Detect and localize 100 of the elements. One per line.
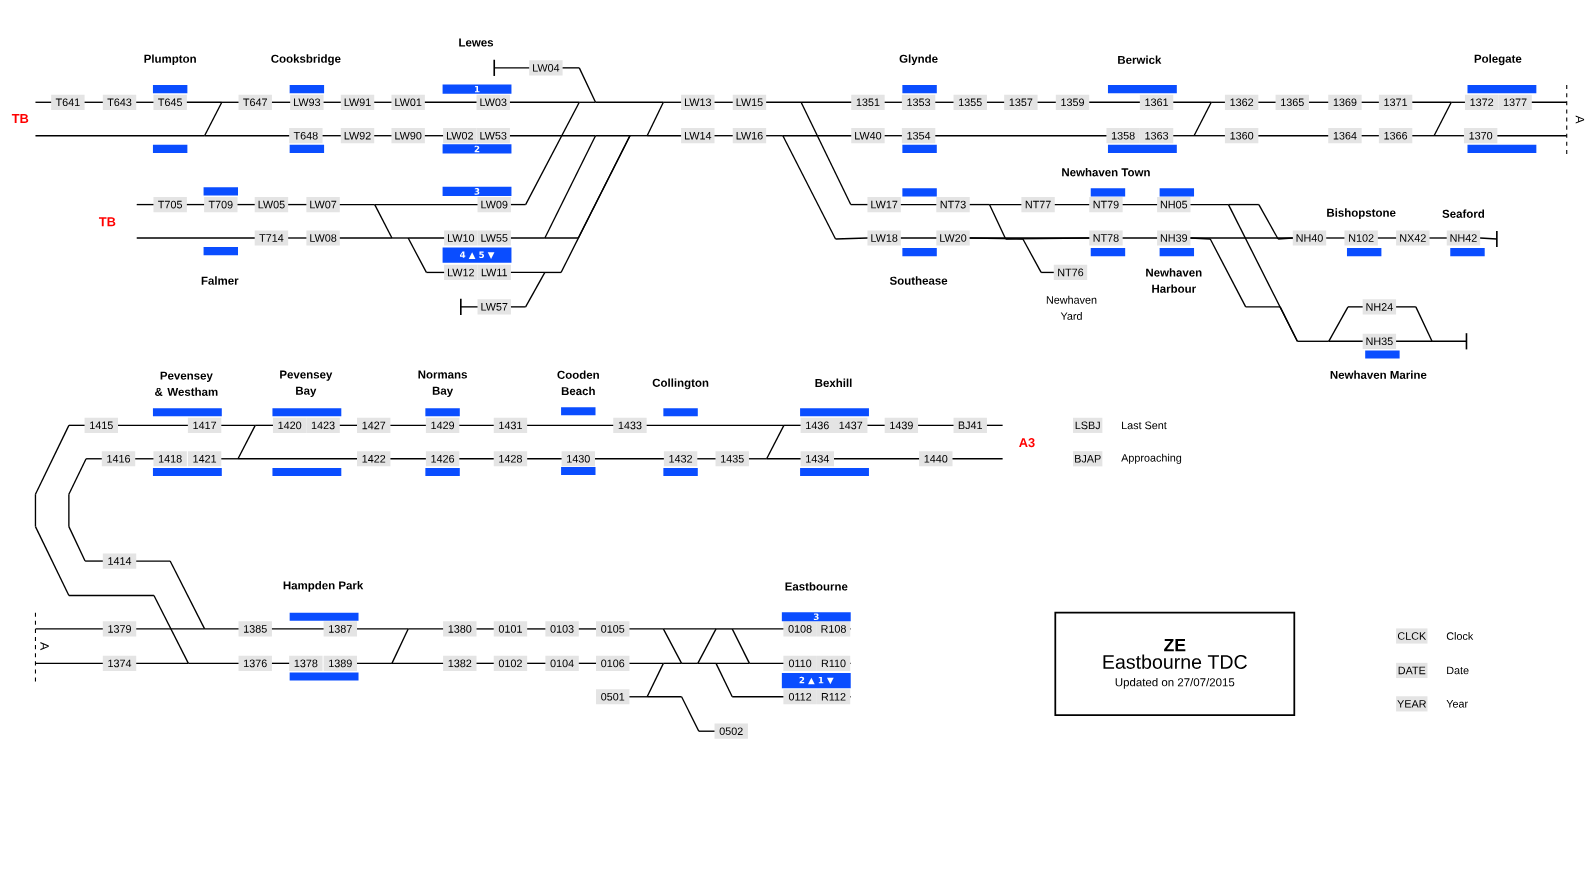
track-line [1433, 101, 1452, 137]
track-line [544, 134, 597, 239]
track-line [493, 67, 530, 69]
berth-box: 1355 [953, 94, 987, 110]
station-name: Bexhill [815, 378, 852, 387]
berth-box: 0110 [783, 655, 817, 671]
berth-box: T709 [204, 196, 238, 213]
berth-box: 1372 [1464, 94, 1499, 110]
track-line [1308, 101, 1329, 103]
node-label: 1420 [278, 421, 302, 430]
track-line [578, 662, 597, 664]
track-line [731, 628, 785, 630]
track-line [1258, 203, 1279, 240]
key-description: Last Sent [1122, 421, 1167, 430]
code-box: BJAP [1073, 451, 1103, 467]
berth-box: LW17 [867, 196, 901, 213]
berth-box: T648 [289, 128, 323, 144]
track-line [662, 628, 717, 630]
track-line [458, 458, 495, 460]
node-label: 1421 [193, 454, 217, 463]
track-line [800, 101, 852, 103]
track-line [1189, 237, 1211, 240]
track-line [731, 696, 785, 698]
track-line [203, 134, 290, 137]
station-name: Falmer [201, 276, 239, 285]
platform-bar [203, 247, 238, 256]
track-line [271, 628, 325, 630]
track-line [460, 306, 479, 308]
berth-box: 1361 [1139, 94, 1174, 110]
track-line [203, 628, 240, 630]
track-line [135, 560, 171, 562]
node-label: 1437 [839, 421, 863, 430]
node-label: 1418 [158, 454, 182, 463]
track-line [1328, 340, 1364, 342]
platform-bar: 4 ▲ 5 ▼ [442, 247, 512, 263]
platform-bar [902, 144, 937, 153]
track-line [475, 628, 495, 630]
direction-marker: A [1575, 115, 1585, 124]
platform-bar: 2 [442, 144, 512, 154]
platform-bar: 3 [442, 186, 512, 196]
track-line [391, 628, 409, 664]
track-line [1245, 306, 1281, 308]
node-label: 1377 [1503, 98, 1527, 106]
track-line [1411, 101, 1452, 103]
track-line [850, 203, 869, 206]
track-line [646, 101, 665, 137]
berth-box: LW40 [851, 128, 885, 144]
track-line [1193, 134, 1226, 137]
node-label: 1389 [329, 659, 352, 668]
track-line [1360, 134, 1380, 137]
platform-bar [1467, 84, 1537, 94]
track-line [646, 134, 682, 137]
berth-box: LW12 [444, 264, 478, 280]
track-line [731, 628, 751, 664]
track-line [1450, 101, 1466, 103]
platform-bar [1450, 248, 1485, 257]
berth-box: T645 [153, 94, 187, 110]
platform-bar [663, 467, 698, 476]
track-line [628, 662, 665, 664]
track-line [883, 101, 903, 103]
node-label: LW12 [447, 268, 474, 277]
node-label: 1378 [294, 659, 318, 668]
berth-box: 1379 [102, 621, 137, 637]
track-line [1531, 101, 1568, 103]
node-label: R112 [821, 692, 846, 701]
berth-box: 1423 [306, 417, 340, 433]
berth-box: BJ41 [953, 417, 987, 433]
berth-box: 1357 [1004, 94, 1038, 110]
track-line [373, 134, 393, 137]
berth-box: 1437 [834, 417, 868, 433]
berth-box: 1428 [493, 451, 528, 467]
platform-bar [1159, 188, 1195, 197]
track-line [800, 101, 852, 206]
track-line [203, 101, 223, 137]
track-line [715, 662, 751, 664]
track-line [883, 134, 903, 137]
platform-bar: 3 [781, 612, 851, 622]
track-line [748, 662, 785, 664]
platform-bar [425, 408, 460, 417]
berth-box: 0112 [783, 689, 817, 705]
platform-bar [152, 408, 222, 417]
berth-box: NT77 [1021, 196, 1055, 213]
track-line [662, 662, 683, 664]
berth-box: LW07 [306, 196, 340, 213]
track-line [220, 458, 239, 460]
track-line [713, 101, 734, 103]
berth-box: T705 [153, 196, 187, 213]
platform-bar [1090, 248, 1126, 257]
track-line [1088, 101, 1141, 103]
buffer-stop [493, 59, 496, 76]
berth-box: LW93 [290, 94, 324, 110]
track-line [698, 730, 716, 732]
key-description: Date [1447, 666, 1469, 675]
berth-box: LW92 [340, 128, 375, 144]
track-line [680, 662, 699, 664]
track-line [969, 237, 1024, 240]
track-line [34, 493, 37, 528]
track-line [594, 101, 665, 103]
track-line [1172, 134, 1195, 137]
berth-box: NT76 [1053, 264, 1088, 280]
